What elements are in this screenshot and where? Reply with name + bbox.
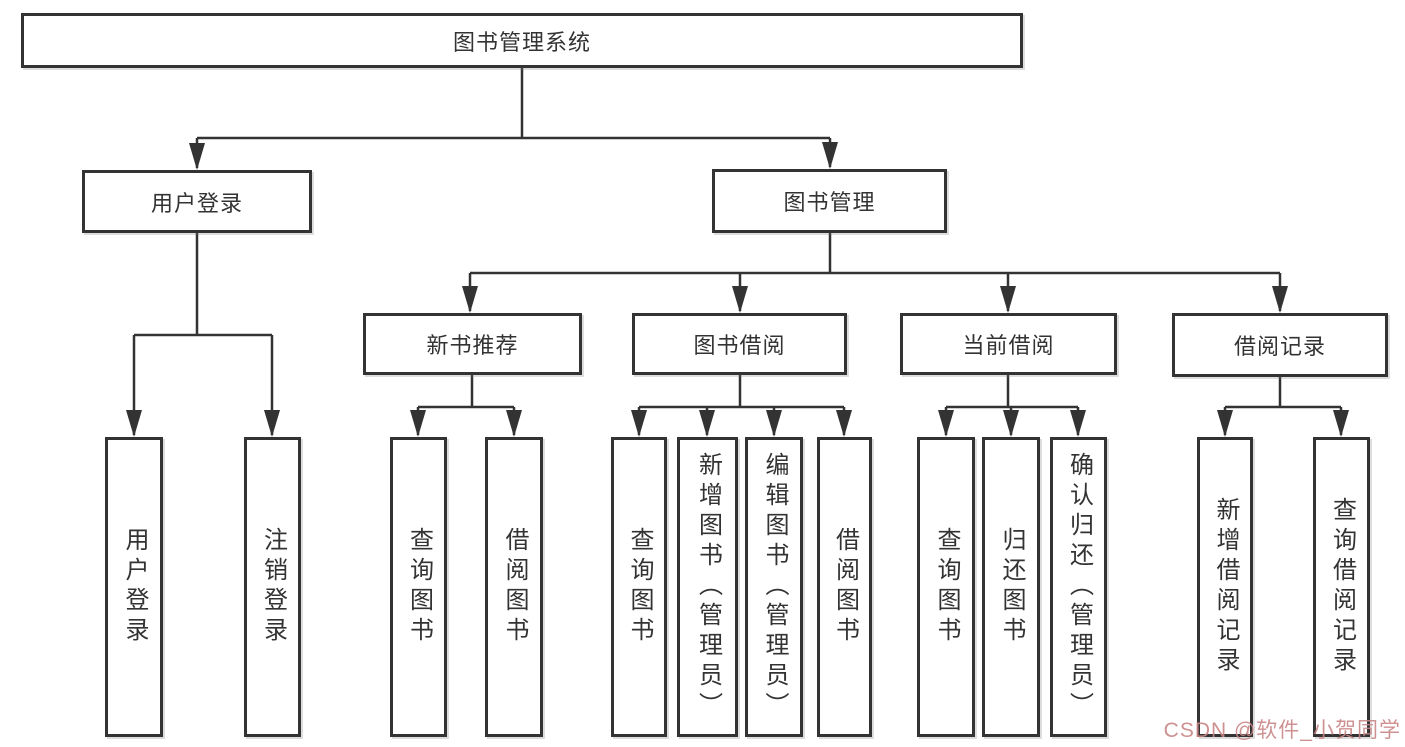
csdn-watermark: CSDN @软件_小贺同学 xyxy=(1163,719,1401,742)
leaf-bb-add-books: 新增图书（管理员） xyxy=(677,437,738,737)
leaf-bb-edit-books-label: 编辑图书（管理员） xyxy=(761,452,788,722)
leaf-cb-return-books: 归还图书 xyxy=(982,437,1040,737)
leaf-bb-borrow-books-label: 借阅图书 xyxy=(831,527,859,647)
leaf-br-add-record-label: 新增借阅记录 xyxy=(1212,497,1239,677)
leaf-bb-query-books-label: 查询图书 xyxy=(626,527,653,647)
leaf-user-login-label: 用户登录 xyxy=(121,527,148,647)
leaf-bb-edit-books: 编辑图书（管理员） xyxy=(745,437,803,737)
leaf-nbr-borrow-books-label: 借阅图书 xyxy=(501,527,528,647)
leaf-bb-query-books: 查询图书 xyxy=(611,437,667,737)
node-user-login: 用户登录 xyxy=(82,170,312,233)
node-book-management: 图书管理 xyxy=(712,169,947,233)
leaf-user-login: 用户登录 xyxy=(105,437,163,737)
leaf-cb-query-books-label: 查询图书 xyxy=(933,527,960,647)
leaf-br-add-record: 新增借阅记录 xyxy=(1197,437,1253,737)
node-current-borrow: 当前借阅 xyxy=(900,313,1117,375)
leaf-br-query-record: 查询借阅记录 xyxy=(1313,437,1370,737)
node-book-borrow: 图书借阅 xyxy=(632,313,847,375)
leaf-nbr-query-books-label: 查询图书 xyxy=(405,527,433,647)
node-new-book-recommend-label: 新书推荐 xyxy=(426,333,519,358)
connector-arrowheads xyxy=(126,142,1349,437)
node-book-borrow-label: 图书借阅 xyxy=(693,333,786,358)
node-borrow-records: 借阅记录 xyxy=(1172,313,1388,377)
node-current-borrow-label: 当前借阅 xyxy=(962,333,1055,358)
leaf-nbr-borrow-books: 借阅图书 xyxy=(485,437,543,737)
leaf-cb-query-books: 查询图书 xyxy=(917,437,975,737)
leaf-cb-confirm-return-label: 确认归还（管理员） xyxy=(1065,452,1093,722)
node-new-book-recommend: 新书推荐 xyxy=(363,313,582,375)
node-root: 图书管理系统 xyxy=(21,13,1023,68)
leaf-cb-confirm-return: 确认归还（管理员） xyxy=(1050,437,1107,737)
leaf-nbr-query-books: 查询图书 xyxy=(390,437,447,737)
leaf-logout-label: 注销登录 xyxy=(259,527,287,647)
node-root-label: 图书管理系统 xyxy=(452,29,591,55)
connector-stems xyxy=(132,68,1343,435)
leaf-br-query-record-label: 查询借阅记录 xyxy=(1328,497,1356,677)
leaf-cb-return-books-label: 归还图书 xyxy=(998,527,1025,647)
node-user-login-label: 用户登录 xyxy=(150,190,243,216)
node-book-management-label: 图书管理 xyxy=(783,190,876,215)
leaf-bb-add-books-label: 新增图书（管理员） xyxy=(694,452,722,722)
node-borrow-records-label: 借阅记录 xyxy=(1233,334,1326,359)
leaf-bb-borrow-books: 借阅图书 xyxy=(817,437,872,737)
leaf-logout: 注销登录 xyxy=(244,437,301,737)
